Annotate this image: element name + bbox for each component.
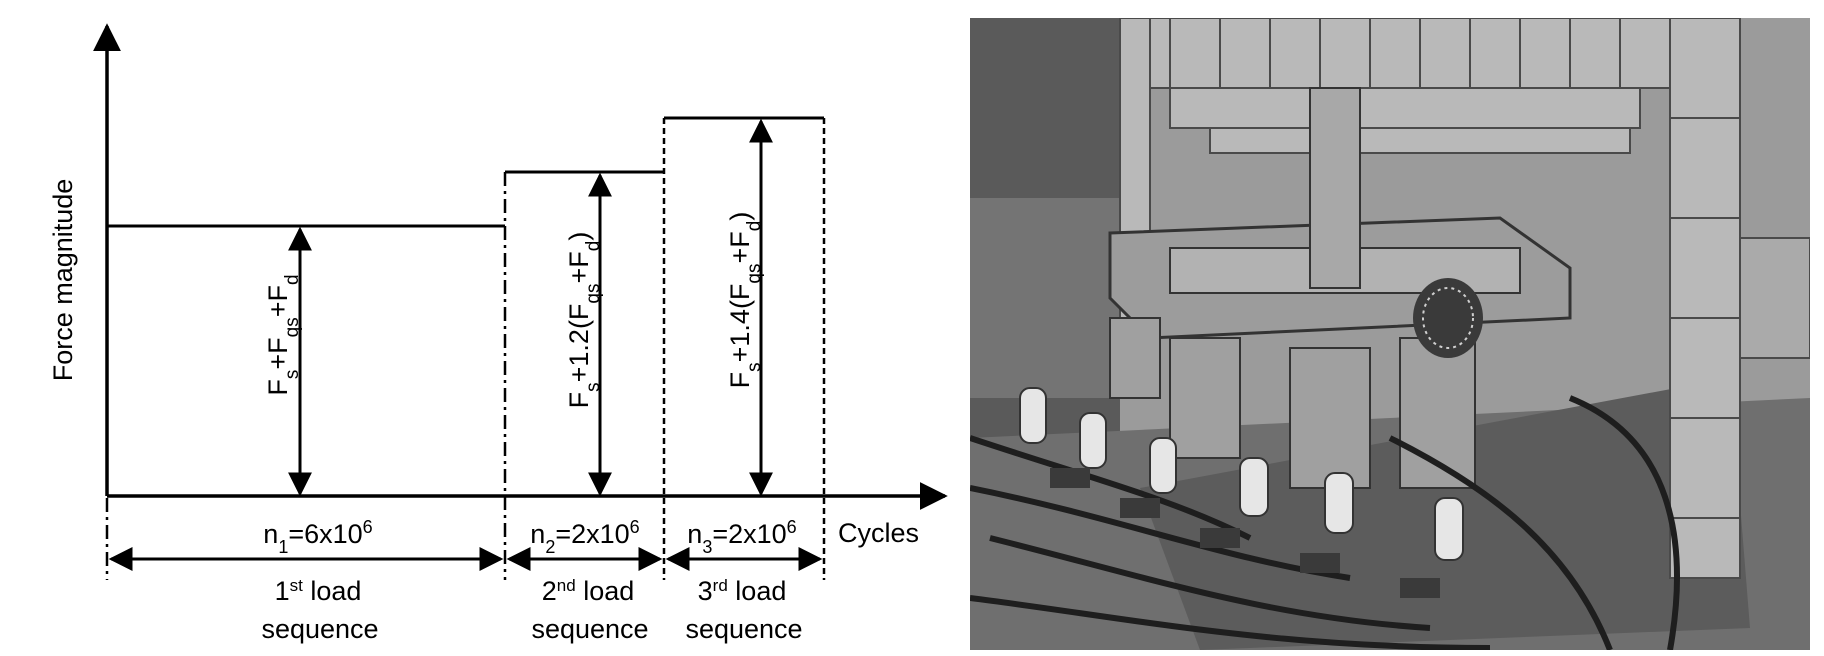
x-axis-label: Cycles <box>838 518 919 548</box>
sequence-label-3: 3rd load <box>698 576 787 607</box>
force-label-1: Fs+Fqs+Fd <box>263 274 303 395</box>
loading-column <box>1309 87 1361 289</box>
manifold-blocks <box>1050 468 1440 598</box>
load-sequence-diagram: Force magnitude Cycles Fs+Fqs+Fd Fs+1.2(… <box>48 23 948 644</box>
test-rig-illustration <box>970 18 1810 650</box>
sequence-label-3-line2: sequence <box>685 614 802 644</box>
cycles-label-2: n2=2x106 <box>530 517 639 557</box>
test-rig-photo <box>970 18 1810 650</box>
spring-highlight <box>1422 287 1474 349</box>
steel-frame <box>1119 18 1741 579</box>
sequence-label-2: 2nd load <box>542 576 635 607</box>
hydraulic-hoses <box>970 395 1680 650</box>
right-cabinet <box>1739 237 1810 359</box>
fence <box>970 198 1120 398</box>
sequence-label-1: 1st load <box>275 576 362 607</box>
force-label-2: Fs+1.2(Fqs+Fd) <box>564 232 604 409</box>
force-steps <box>107 116 824 228</box>
cycles-label-1: n1=6x106 <box>263 517 372 557</box>
hydraulic-actuators <box>1019 387 1464 561</box>
cycles-label-3: n3=2x106 <box>687 517 796 557</box>
force-label-3: Fs+1.4(Fqs+Fd) <box>725 212 765 389</box>
sequence-label-1-line2: sequence <box>261 614 378 644</box>
pedestals <box>1109 317 1476 489</box>
sequence-label-2-line2: sequence <box>531 614 648 644</box>
frame-ribs <box>1169 18 1740 519</box>
y-axis-label: Force magnitude <box>48 179 78 382</box>
